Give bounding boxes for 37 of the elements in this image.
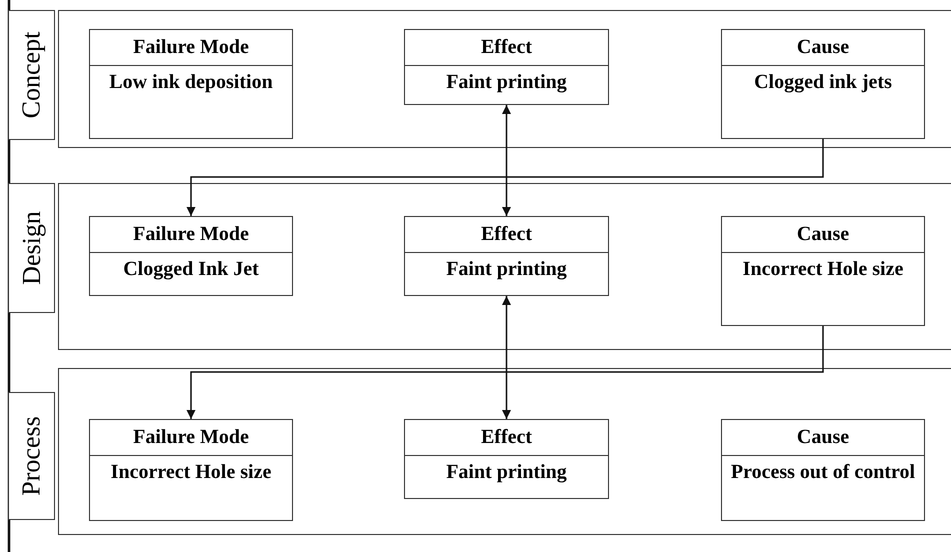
card-heading: Cause	[722, 217, 924, 253]
card-heading: Cause	[722, 420, 924, 456]
fmea-card	[89, 419, 293, 521]
fmea-card	[89, 29, 293, 139]
card-heading: Effect	[405, 30, 608, 66]
fmea-card	[721, 419, 925, 521]
stage-panel	[58, 368, 951, 535]
fmea-card	[89, 216, 293, 296]
card-text: Incorrect Hole size	[742, 257, 904, 282]
card-text: Faint printing	[445, 70, 568, 95]
fmea-card	[404, 29, 609, 105]
card-heading: Effect	[405, 420, 608, 456]
fmea-card	[404, 419, 609, 499]
arrow	[186, 139, 824, 216]
arrow	[502, 296, 511, 419]
card-heading: Effect	[405, 217, 608, 253]
card-text: Faint printing	[445, 460, 568, 485]
card-heading: Failure Mode	[90, 420, 292, 456]
card-heading: Failure Mode	[90, 30, 292, 66]
stage-panel	[58, 10, 951, 148]
arrow	[502, 105, 511, 216]
stage-label: Concept	[8, 10, 55, 140]
card-heading: Failure Mode	[90, 217, 292, 253]
card-text: Clogged ink jets	[753, 70, 893, 95]
card-text: Clogged Ink Jet	[122, 257, 260, 282]
stage-label: Design	[8, 183, 55, 313]
card-text: Incorrect Hole size	[110, 460, 272, 485]
card-text: Faint printing	[445, 257, 568, 282]
card-text: Process out of control	[730, 460, 916, 485]
card-heading: Cause	[722, 30, 924, 66]
arrow	[186, 326, 824, 419]
fmea-card	[721, 29, 925, 139]
card-text: Low ink deposition	[108, 70, 274, 95]
stage-panel	[58, 183, 951, 350]
fmea-card	[721, 216, 925, 326]
fmea-card	[404, 216, 609, 296]
stage-label: Process	[8, 392, 55, 520]
